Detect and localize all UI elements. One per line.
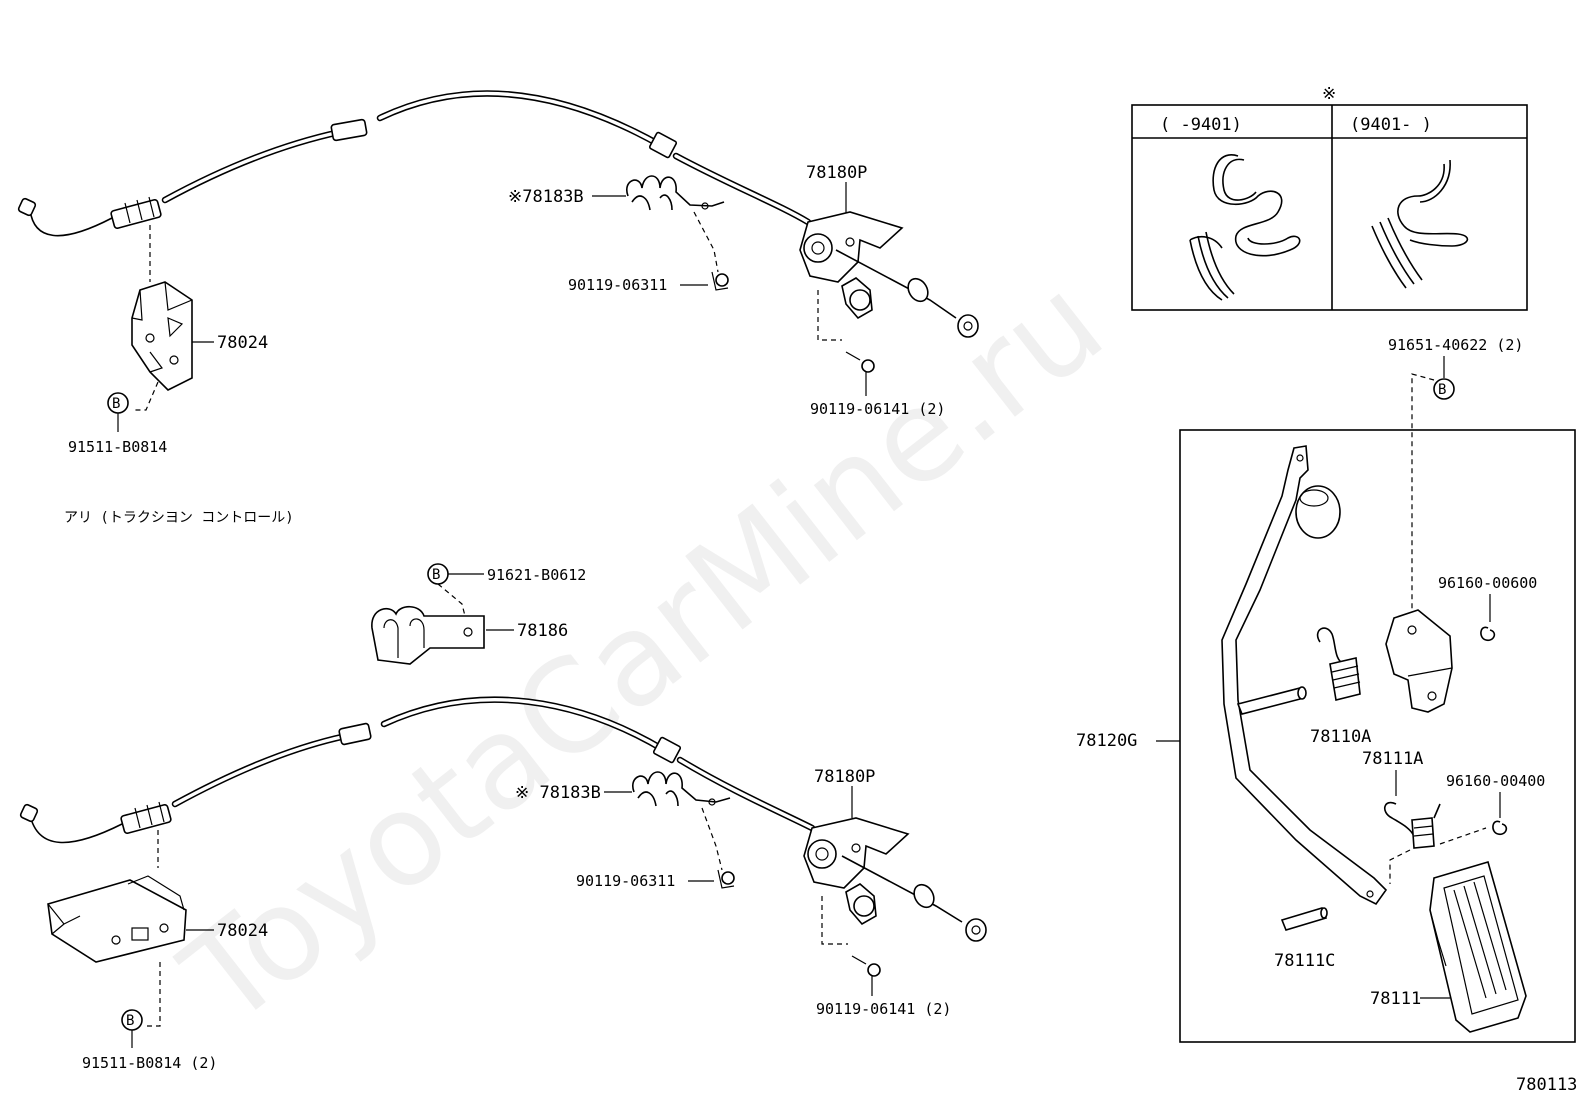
lower-cable-tip xyxy=(19,803,39,823)
clip-lower xyxy=(1492,820,1508,836)
pedal-stopper xyxy=(1295,485,1341,539)
traction-control-note: アリ (トラクシヨン コントロール) xyxy=(64,510,294,526)
lower-cable-sheath-a xyxy=(171,732,350,808)
upper-spring-clip xyxy=(626,175,725,211)
clip-upper xyxy=(1480,626,1496,642)
svg-text:B: B xyxy=(112,396,120,412)
label-78180P-lower: 78180P xyxy=(814,767,875,787)
upper-cable-assembly: 78024 B 91511-B0814 ※78183B 90119-06311 … xyxy=(17,90,979,456)
upper-cable-sheath-a xyxy=(161,128,344,204)
pedal-arm xyxy=(1221,445,1388,906)
upper-cable-tip xyxy=(17,197,37,217)
variant-col-2: (9401- ) xyxy=(1350,115,1432,135)
upper-bracket-78024 xyxy=(131,281,193,391)
pedal-assembly-frame xyxy=(1179,429,1576,1043)
pedal-pin-78111C xyxy=(1280,907,1328,931)
label-90119-06141-upper: 90119-06141 (2) xyxy=(810,400,945,418)
label-90119-06311-lower: 90119-06311 xyxy=(576,872,675,890)
pedal-spring-78110A xyxy=(1316,627,1361,701)
lower-cable-grommet xyxy=(652,736,682,764)
variant-table-frame xyxy=(1131,104,1528,311)
label-78111: 78111 xyxy=(1370,989,1421,1009)
label-78186: 78186 xyxy=(517,621,568,641)
label-91511-B0814-lower: 91511-B0814 (2) xyxy=(82,1054,217,1072)
svg-text:B: B xyxy=(432,567,440,583)
label-78120G: 78120G xyxy=(1076,731,1137,751)
label-78183B-lower: ※ 78183B xyxy=(515,783,601,803)
pedal-shaft xyxy=(1236,686,1307,715)
label-78111C: 78111C xyxy=(1274,951,1335,971)
lower-cable-wire xyxy=(29,814,123,844)
upper-cable-joint xyxy=(330,118,368,142)
pedal-pad-78111 xyxy=(1429,861,1527,1033)
lower-clamp-78186 xyxy=(371,605,485,665)
label-78111A: 78111A xyxy=(1362,749,1423,769)
label-78183B-upper: ※78183B xyxy=(508,187,584,207)
upper-bracket-bolt xyxy=(845,351,875,373)
circle-b-pedal xyxy=(1433,378,1455,400)
lower-bracket-78024 xyxy=(47,875,187,963)
svg-text:B: B xyxy=(1438,382,1446,398)
variant-table: ※ ( -9401) (9401- ) xyxy=(1131,84,1528,311)
lower-cable-assembly: B 91621-B0612 78186 ※ 78183B xyxy=(19,563,987,1072)
label-78110A: 78110A xyxy=(1310,727,1371,747)
svg-text:B: B xyxy=(126,1013,134,1029)
pedal-assembly: 91651-40622 (2) B 78120G 78110A xyxy=(1076,336,1576,1043)
upper-clip-screw xyxy=(711,271,729,291)
lower-cable-fitting xyxy=(120,803,172,835)
pedal-spring-78111A xyxy=(1384,801,1441,849)
lower-throttle-bracket xyxy=(803,817,987,942)
label-90119-06311-upper: 90119-06311 xyxy=(568,276,667,294)
label-78024-lower: 78024 xyxy=(217,921,268,941)
label-78180P-upper: 78180P xyxy=(806,163,867,183)
variant-col-1: ( -9401) xyxy=(1160,115,1242,135)
upper-cable-fitting xyxy=(110,198,162,230)
lower-bracket-bolt xyxy=(851,955,881,977)
upper-cable-grommet xyxy=(648,131,678,159)
pedal-bracket-plate xyxy=(1385,609,1453,713)
label-96160-00400: 96160-00400 xyxy=(1446,772,1545,790)
figure-id: 780113 xyxy=(1516,1075,1577,1095)
lower-spring-clip xyxy=(632,771,731,807)
spring-variant-new xyxy=(1371,159,1469,289)
lower-cable-joint xyxy=(338,722,372,746)
label-96160-00600: 96160-00600 xyxy=(1438,574,1537,592)
upper-throttle-bracket xyxy=(799,211,979,338)
label-91651-40622: 91651-40622 (2) xyxy=(1388,336,1523,354)
label-90119-06141-lower: 90119-06141 (2) xyxy=(816,1000,951,1018)
table-marker: ※ xyxy=(1322,84,1336,104)
label-91511-B0814-upper: 91511-B0814 xyxy=(68,438,167,456)
label-91621-B0612: 91621-B0612 xyxy=(487,566,586,584)
lower-clip-screw xyxy=(717,869,735,889)
upper-cable-wire xyxy=(29,209,113,237)
label-78024-upper: 78024 xyxy=(217,333,268,353)
spring-variant-old xyxy=(1189,154,1301,301)
